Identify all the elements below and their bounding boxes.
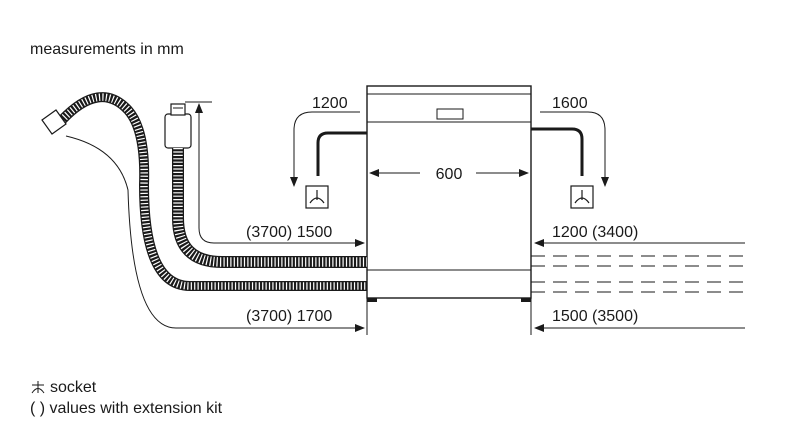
left-socket-icon (305, 185, 329, 209)
width-dimension: 600 (369, 166, 529, 183)
supply-valve-connector (164, 113, 192, 149)
left-supply-length-label: (3700) 1500 (246, 224, 332, 241)
left-foot (367, 298, 377, 302)
left-supply-dimension: (3700) 1500 (198, 106, 365, 247)
socket-legend-label: socket (50, 379, 97, 396)
right-socket-icon (570, 185, 594, 209)
control-panel-display (436, 108, 464, 120)
right-power-cord (531, 127, 584, 176)
legend: socket ( ) values with extension kit (30, 379, 223, 417)
top-right-cord-dimension: 1600 (540, 95, 609, 187)
top-right-distance-label: 1600 (552, 95, 588, 112)
left-drain-length-label: (3700) 1700 (246, 308, 332, 325)
right-supply-length-label: 1200 (3400) (552, 224, 638, 241)
right-drain-length-label: 1500 (3500) (552, 308, 638, 325)
top-left-distance-label: 1200 (312, 95, 348, 112)
drain-hose (41, 92, 367, 291)
socket-legend-icon (31, 381, 45, 394)
width-label: 600 (436, 166, 463, 183)
right-supply-dimension: 1200 (3400) (534, 224, 745, 247)
right-hose-routing (531, 255, 745, 293)
dishwasher-body (366, 85, 532, 302)
left-power-cord (316, 131, 367, 176)
drain-hose-end (41, 109, 67, 135)
right-drain-dimension: 1500 (3500) (534, 308, 745, 332)
supply-hose (164, 103, 367, 268)
right-foot (521, 298, 531, 302)
extension-legend-label: ( ) values with extension kit (30, 400, 223, 417)
diagram-title: measurements in mm (30, 41, 184, 58)
top-left-cord-dimension: 1200 (290, 95, 360, 187)
left-drain-dimension: (3700) 1700 (65, 135, 365, 332)
